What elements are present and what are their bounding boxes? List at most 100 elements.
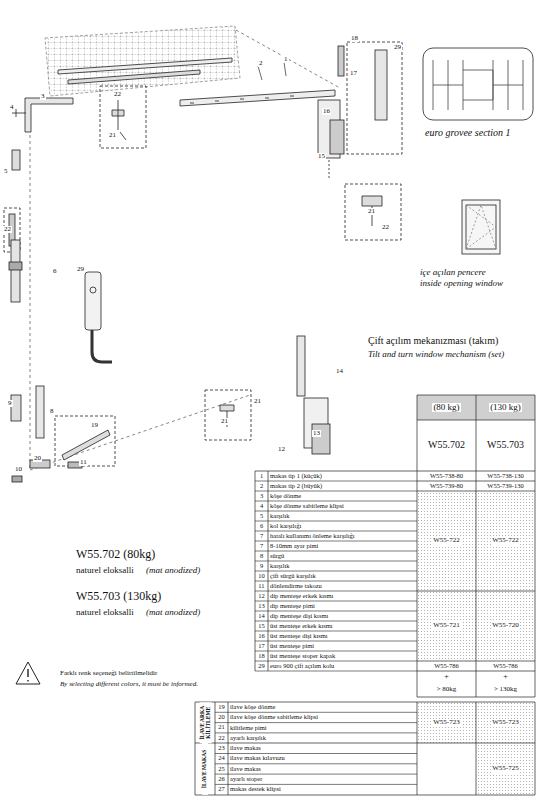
table-header: W55.703 xyxy=(486,440,525,451)
table-cell-box: 22 xyxy=(215,733,228,743)
table-cell-box: 18 xyxy=(255,651,268,661)
table-rule xyxy=(255,531,417,532)
table-cell: 17 xyxy=(257,643,266,650)
callout-number: 10 xyxy=(14,466,23,473)
table-cell: euro 900 çift açılım kolu xyxy=(270,663,334,670)
code-cell: W55-723 xyxy=(432,719,460,726)
table-cell: 8-10mm ayar pimi xyxy=(270,543,318,550)
table-cell: sürgü xyxy=(270,553,284,560)
code-cell: W55-722 xyxy=(432,537,460,544)
table-cell-box: 16 xyxy=(255,631,268,641)
table-cell-box: 13 xyxy=(255,601,268,611)
table-cell-box: 14 xyxy=(255,611,268,621)
table-cell-box: W55-722 xyxy=(417,491,476,591)
table-cell-box: (80 kg) xyxy=(417,395,476,420)
table-cell-box: 2 xyxy=(255,481,268,491)
table-cell: hatalı kullanımı önleme karşılığı xyxy=(270,533,355,540)
table-cell-box: W55-723 xyxy=(417,702,476,743)
table-rule xyxy=(215,774,417,775)
table-cell-box: 8 xyxy=(255,551,268,561)
callout-number: 16 xyxy=(322,108,331,115)
caption-text: By selecting different colors, it must b… xyxy=(60,681,198,688)
caption-text: Tilt and turn window mechanism (set) xyxy=(368,350,504,359)
table-cell: ilave makas xyxy=(230,766,261,773)
table-cell: 12 xyxy=(257,593,266,600)
table-cell: 3 xyxy=(259,493,264,500)
table-cell: dip menteşe erkek kısmı xyxy=(270,593,333,600)
table-cell-box: 5 xyxy=(255,511,268,521)
table-cell-box: 20 xyxy=(215,712,228,722)
table-cell-box: W55-738-130 xyxy=(476,471,535,481)
table-cell: üst menteşe dişi kısmı xyxy=(270,633,328,640)
table-rule xyxy=(255,481,417,482)
table-cell: 18 xyxy=(257,653,266,660)
code-cell: W55-739-80 xyxy=(429,483,464,490)
table-cell-box: 3 xyxy=(255,491,268,501)
callout-number: 21 xyxy=(253,398,262,405)
table-cell-box: 29 xyxy=(255,661,268,671)
code-cell: + xyxy=(502,673,509,681)
table-cell-box: W55-720 xyxy=(476,591,535,661)
table-cell: 8 xyxy=(259,553,264,560)
table-cell-box: W55-739-80 xyxy=(417,481,476,491)
callout-number: 21 xyxy=(220,418,229,425)
table-cell-box: W55-786 xyxy=(476,661,535,671)
caption-text: naturel eloksalli xyxy=(76,608,134,617)
code-cell: W55-723 xyxy=(491,719,519,726)
caption-text: Çift açılım mekanızması (takım) xyxy=(368,336,498,346)
table-cell-box: 10 xyxy=(255,571,268,581)
group-label: İLAVE MAKAS xyxy=(202,743,208,795)
callout-number: 13 xyxy=(312,430,321,437)
table-rule xyxy=(255,621,417,622)
table-cell: ilave köşe dönme xyxy=(230,704,276,711)
caption-text: içe açılan pencere xyxy=(420,268,486,277)
code-cell: + xyxy=(443,673,450,681)
callout-number: 29 xyxy=(76,266,85,273)
table-cell: makas tip 2 (büyük) xyxy=(270,483,322,490)
table-rule xyxy=(255,561,417,562)
callout-number: 11 xyxy=(79,459,88,466)
table-cell: ayarlı karşılık xyxy=(230,735,266,742)
table-cell: makas destek klipsi xyxy=(230,786,281,793)
table-cell-box: 9 xyxy=(255,561,268,571)
table-cell: üst menteşe pimi xyxy=(270,643,314,650)
caption-text: euro grovee section 1 xyxy=(425,128,511,138)
table-cell-box: 12 xyxy=(255,591,268,601)
code-cell: > 80kg xyxy=(436,686,458,693)
callout-number: 8 xyxy=(49,408,55,415)
table-cell: 1 xyxy=(259,473,264,480)
table-rule xyxy=(215,753,417,754)
callout-number: 9 xyxy=(7,400,13,407)
caption-text: inside opening window xyxy=(420,279,503,288)
table-cell-box: İLAVE MAKAS xyxy=(195,743,215,795)
table-cell-box: 26 xyxy=(215,774,228,784)
table-rule xyxy=(255,581,417,582)
callout-number: 17 xyxy=(349,70,358,77)
table-rule xyxy=(215,784,417,785)
table-rule xyxy=(255,601,417,602)
table-rule xyxy=(255,591,417,592)
callout-number: 21 xyxy=(108,132,117,139)
callout-number: 18 xyxy=(350,35,359,42)
table-cell-box: W55-725 xyxy=(476,743,535,795)
code-cell: W55-738-130 xyxy=(486,473,524,480)
callout-number: 2 xyxy=(258,60,264,67)
table-rule xyxy=(215,763,417,764)
table-cell-box: W55-723 xyxy=(476,702,535,743)
table-cell-box: 17 xyxy=(255,641,268,651)
table-cell: ilave köşe dönme sabitleme klipsi xyxy=(230,714,318,721)
table-cell: dip menteşe pimi xyxy=(270,603,315,610)
group-label: İLAVE ARKA KİLİTLEME xyxy=(199,702,211,743)
table-cell-box: W55.703 xyxy=(476,420,535,470)
table-cell: ilave makas xyxy=(230,745,261,752)
table-cell: karşılık xyxy=(270,513,290,520)
table-cell: 27 xyxy=(217,786,226,793)
caption-text: (mat anodized) xyxy=(146,566,200,575)
code-cell: W55-725 xyxy=(491,765,519,772)
table-cell: 7 xyxy=(259,533,264,540)
table-cell: üst menteşe stoper kapak xyxy=(270,653,335,660)
table-cell: 25 xyxy=(217,766,226,773)
callout-number: 3 xyxy=(40,93,46,100)
table-cell: 23 xyxy=(217,745,226,752)
table-cell-box: 7 xyxy=(255,531,268,541)
